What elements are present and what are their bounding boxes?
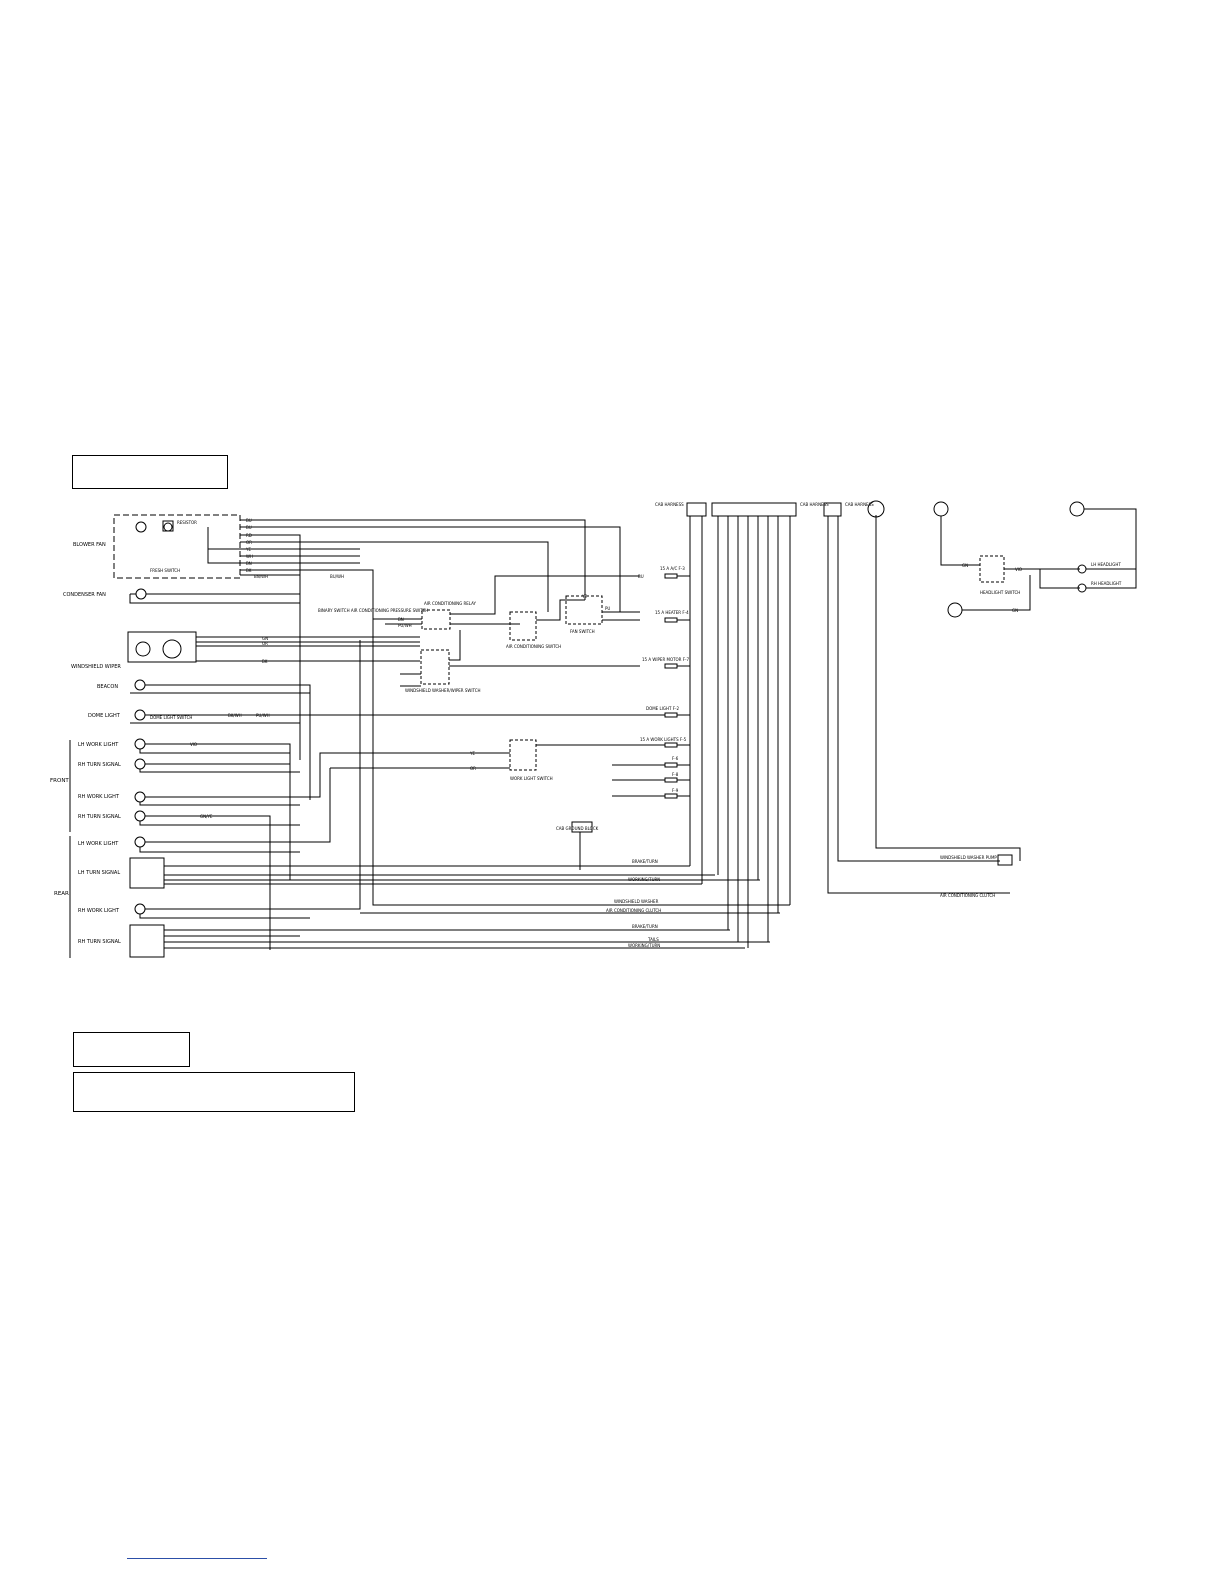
label-condenser-fan: CONDENSER FAN: [63, 592, 106, 598]
fuse-label: F-6: [672, 756, 679, 761]
wire-codes: BU BU RD OR YE WH BN BK BN/WH BU/WH BK/W…: [190, 518, 1022, 819]
wire-code: YE: [245, 547, 251, 552]
wire-code: BK/WH: [228, 713, 242, 718]
bus-label: AIR CONDITIONING CLUTCH: [606, 908, 661, 913]
label-dome-switch: DOME LIGHT SWITCH: [150, 715, 192, 720]
label-front-lh-work: LH WORK LIGHT: [78, 742, 119, 748]
legend-box-2: [73, 1072, 355, 1112]
wire-code: BK: [262, 659, 268, 664]
component-labels: RESISTOR FRESH SWITCH BINARY SWITCH AIR …: [150, 502, 1122, 898]
label-ac-switch: AIR CONDITIONING SWITCH: [506, 644, 561, 649]
wire-code: PU/WH: [398, 623, 412, 628]
wire-code: BN/WH: [254, 574, 268, 579]
label-rear-rh-turn: RH TURN SIGNAL: [78, 939, 121, 945]
bus-label: BRAKE/TURN: [632, 924, 658, 929]
legend-box-1: [73, 1032, 190, 1067]
wire-code: GN: [1012, 608, 1018, 613]
wire-code: BN: [398, 617, 404, 622]
wire-code: GN: [262, 636, 268, 641]
label-cab-harness-2: CAB HARNESS: [800, 502, 829, 507]
label-ac-relay: AIR CONDITIONING RELAY: [424, 601, 477, 606]
label-beacon: BEACON: [97, 684, 118, 690]
label-rear-lh-turn: LH TURN SIGNAL: [78, 870, 120, 876]
label-work-light-switch: WORK LIGHT SWITCH: [510, 776, 553, 781]
bus-labels: BRAKE/TURN WORKING/TURN WINDSHIELD WASHE…: [606, 859, 661, 948]
fuse-label: 15 A WORK LIGHTS F-5: [640, 737, 687, 742]
wire-code: BU: [246, 525, 252, 530]
left-labels: BLOWER FAN CONDENSER FAN WINDSHIELD WIPE…: [50, 542, 121, 945]
label-lh-headlight: LH HEADLIGHT: [1091, 562, 1121, 567]
label-binary-switch: BINARY SWITCH AIR CONDITIONING PRESSURE …: [318, 608, 428, 613]
wire-code: YE: [581, 594, 587, 599]
wire-code: YE: [469, 751, 475, 756]
title-box: [72, 455, 228, 489]
label-windshield-wiper: WINDSHIELD WIPER: [71, 664, 121, 670]
label-front-rh-turn-2: RH TURN SIGNAL: [78, 814, 121, 820]
fuse-label: F-9: [672, 788, 679, 793]
label-fan-switch: FAN SWITCH: [570, 629, 595, 634]
wire-code: PU/WH: [256, 713, 270, 718]
wire-code: WH: [246, 554, 253, 559]
fuse-label: 15 A A/C F-3: [660, 566, 685, 571]
wire-code: BU/WH: [330, 574, 344, 579]
label-front-rh-work: RH WORK LIGHT: [78, 794, 120, 800]
wire-code: OR: [246, 540, 252, 545]
label-dome-light: DOME LIGHT: [88, 713, 121, 719]
bus-label: WORKING/TURN: [628, 877, 660, 882]
wire-code: BN: [246, 561, 252, 566]
label-ac-clutch: AIR CONDITIONING CLUTCH: [940, 893, 995, 898]
label-front-rh-turn: RH TURN SIGNAL: [78, 762, 121, 768]
label-cab-harness-1: CAB HARNESS: [655, 502, 684, 507]
bus-label: WORKING/TURN: [628, 943, 660, 948]
wire-code: GN/YE: [200, 814, 213, 819]
fuse-label: 15 A WIPER MOTOR F-7: [642, 657, 689, 662]
fuse-label: F-8: [672, 772, 679, 777]
bus-label: WINDSHIELD WASHER: [614, 899, 659, 904]
wire-code: BK: [246, 568, 252, 573]
wire-code: PU: [605, 606, 610, 611]
bus-label: BRAKE/TURN: [632, 859, 658, 864]
label-headlight-switch: HEADLIGHT SWITCH: [980, 590, 1020, 595]
wire-code: OR: [470, 766, 476, 771]
fuse-label: DOME LIGHT F-2: [646, 706, 679, 711]
label-rear-rh-work: RH WORK LIGHT: [78, 908, 120, 914]
wire-code: BU: [638, 574, 644, 579]
wire-code: VIO: [190, 742, 197, 747]
label-front: FRONT: [50, 778, 69, 784]
bus-label: TAILS: [647, 937, 659, 942]
footer-rule: [127, 1558, 267, 1559]
label-resistor: RESISTOR: [177, 520, 197, 525]
label-wiper-switch: WINDSHIELD WASHER/WIPER SWITCH: [405, 688, 481, 693]
label-blower-fan: BLOWER FAN: [73, 542, 106, 548]
label-cab-ground: CAB GROUND BLOCK: [556, 826, 599, 831]
label-rear-lh-work: LH WORK LIGHT: [78, 841, 119, 847]
label-washer-pump: WINDSHIELD WASHER PUMP: [940, 855, 997, 860]
fuse-labels: 15 A A/C F-3 15 A HEATER F-4 15 A WIPER …: [640, 566, 689, 793]
wire-code: BU: [246, 518, 252, 523]
label-rear: REAR: [54, 891, 69, 897]
wire-code: VIO: [1015, 567, 1022, 572]
label-cab-harness-3: CAB HARNESS: [845, 502, 874, 507]
wire-code: GN: [962, 563, 968, 568]
label-fresh-switch: FRESH SWITCH: [150, 568, 180, 573]
wire-code: OR: [262, 641, 268, 646]
wire-code: RD: [246, 533, 252, 538]
wires: [69, 500, 1137, 958]
fuse-label: 15 A HEATER F-4: [655, 610, 689, 615]
label-rh-headlight: RH HEADLIGHT: [1091, 581, 1122, 586]
